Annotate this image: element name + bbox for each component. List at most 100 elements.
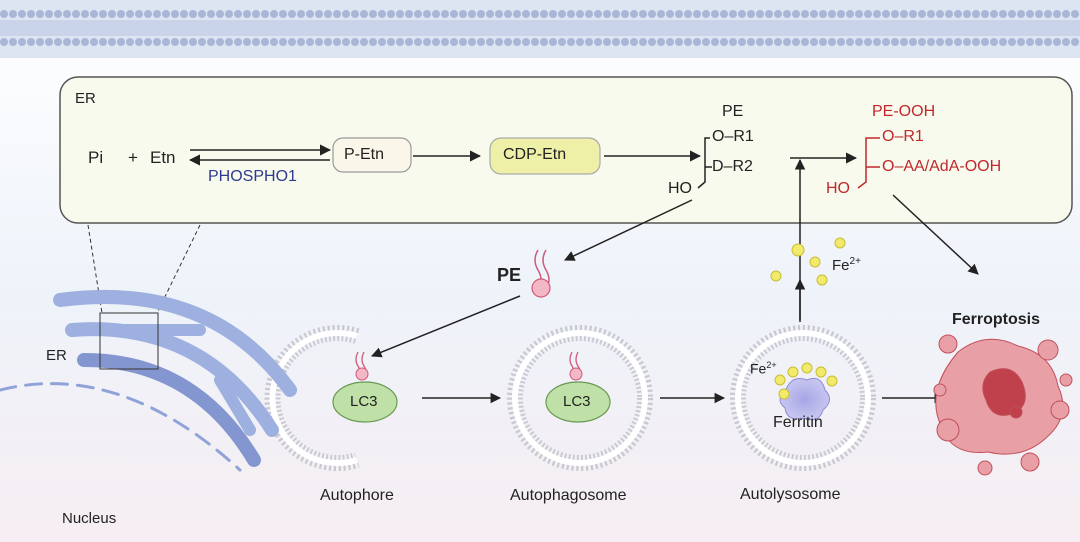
membrane-lipid-head [945, 10, 953, 18]
membrane-lipid-head [990, 38, 998, 46]
membrane-lipid-head [1053, 10, 1061, 18]
membrane-lipid-head [864, 10, 872, 18]
membrane-lipid-head [648, 10, 656, 18]
membrane-lipid-head [180, 38, 188, 46]
membrane-lipid-head [810, 38, 818, 46]
membrane-lipid-head [900, 10, 908, 18]
pe-ooh-structure [857, 137, 880, 189]
membrane-lipid-head [432, 38, 440, 46]
membrane-lipid-head [99, 10, 107, 18]
membrane-lipid-head [126, 10, 134, 18]
iron-ion-icon [770, 237, 846, 286]
membrane-lipid-head [270, 38, 278, 46]
membrane-lipid-head [819, 38, 827, 46]
membrane-lipid-head [954, 38, 962, 46]
membrane-lipid-head [729, 38, 737, 46]
membrane-lipid-head [153, 38, 161, 46]
membrane-lipid-head [216, 10, 224, 18]
membrane-lipid-head [378, 10, 386, 18]
membrane-lipid-head [135, 38, 143, 46]
membrane-lipid-head [477, 10, 485, 18]
membrane-lipid-head [441, 10, 449, 18]
plus-sign: + [128, 148, 138, 167]
membrane-lipid-head [198, 38, 206, 46]
membrane-lipid-head [306, 38, 314, 46]
membrane-lipid-head [450, 10, 458, 18]
autophore-icon [264, 325, 398, 471]
membrane-lipid-head [486, 10, 494, 18]
membrane-lipid-head [837, 38, 845, 46]
membrane-lipid-head [693, 10, 701, 18]
membrane-lipid-head [171, 10, 179, 18]
membrane-lipid-head [513, 38, 521, 46]
membrane-lipid-head [90, 10, 98, 18]
membrane-lipid-head [63, 38, 71, 46]
membrane-lipid-head [774, 10, 782, 18]
membrane-lipid-head [846, 10, 854, 18]
pi-label: Pi [88, 148, 104, 167]
pe-ooh-r1: O–R1 [882, 128, 924, 145]
membrane-lipid-head [324, 38, 332, 46]
membrane-lipid-head [927, 10, 935, 18]
membrane-lipid-head [801, 10, 809, 18]
membrane-lipid-head [396, 38, 404, 46]
membrane-lipid-head [513, 10, 521, 18]
membrane-lipid-head [594, 10, 602, 18]
membrane-lipid-head [225, 10, 233, 18]
membrane-lipid-head [54, 38, 62, 46]
membrane-lipid-head [153, 10, 161, 18]
membrane-lipid-head [369, 38, 377, 46]
membrane-lipid-head [0, 10, 8, 18]
membrane-lipid-head [657, 38, 665, 46]
membrane-lipid-head [36, 38, 44, 46]
membrane-lipid-head [81, 10, 89, 18]
membrane-lipid-head [162, 38, 170, 46]
membrane-lipid-head [675, 38, 683, 46]
membrane-lipid-head [1026, 38, 1034, 46]
membrane-lipid-head [630, 10, 638, 18]
autolysosome-iron-label: Fe2+ [750, 360, 777, 377]
phospho1-label: PHOSPHO1 [208, 168, 297, 185]
pe-ooh-r2: O–AA/AdA-OOH [882, 158, 1002, 175]
membrane-lipid-head [828, 10, 836, 18]
membrane-lipid-head [747, 38, 755, 46]
membrane-lipid-head [477, 38, 485, 46]
membrane-lipid-head [1017, 10, 1025, 18]
membrane-lipid-head [72, 38, 80, 46]
membrane-lipid-head [954, 10, 962, 18]
membrane-lipid-head [117, 38, 125, 46]
membrane-lipid-head [765, 38, 773, 46]
membrane-lipid-head [702, 10, 710, 18]
membrane-lipid-head [927, 38, 935, 46]
membrane-lipid-head [189, 38, 197, 46]
membrane-lipid-head [144, 38, 152, 46]
membrane-lipid-head [819, 10, 827, 18]
membrane-lipid-head [405, 10, 413, 18]
membrane-lipid-head [387, 10, 395, 18]
membrane-lipid-head [0, 38, 8, 46]
membrane-lipid-head [207, 10, 215, 18]
membrane-lipid-head [711, 10, 719, 18]
ferritin-icon [779, 377, 830, 421]
membrane-lipid-head [648, 38, 656, 46]
membrane-lipid-head [135, 10, 143, 18]
membrane-lipid-head [882, 38, 890, 46]
pe-ooh-ho: HO [826, 180, 850, 197]
membrane-lipid-head [1035, 10, 1043, 18]
membrane-lipid-head [441, 38, 449, 46]
autophagosome-label: Autophagosome [510, 487, 627, 504]
membrane-lipid-head [495, 38, 503, 46]
membrane-lipid-head [936, 38, 944, 46]
membrane-lipid-head [567, 10, 575, 18]
membrane-lipid-head [270, 10, 278, 18]
membrane-lipid-head [234, 38, 242, 46]
membrane-lipid-head [396, 10, 404, 18]
membrane-lipid-head [999, 10, 1007, 18]
membrane-lipid-head [765, 10, 773, 18]
membrane-lipid-head [1044, 38, 1052, 46]
membrane-lipid-head [963, 38, 971, 46]
membrane-lipid-head [801, 38, 809, 46]
membrane-lipid-head [864, 38, 872, 46]
membrane-lipid-head [504, 10, 512, 18]
membrane-lipid-head [432, 10, 440, 18]
